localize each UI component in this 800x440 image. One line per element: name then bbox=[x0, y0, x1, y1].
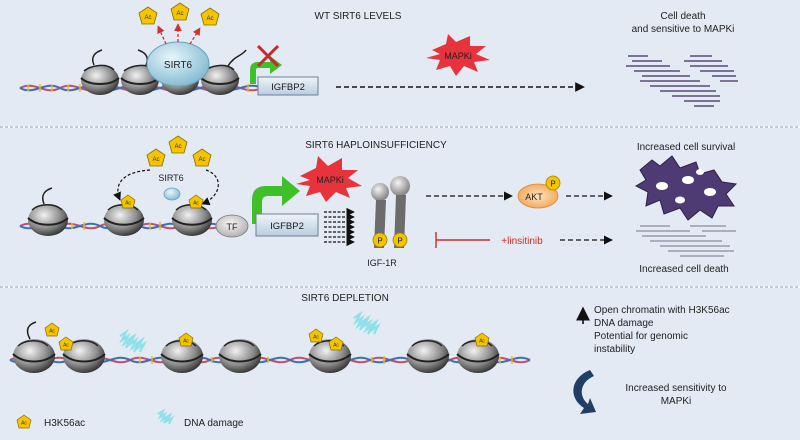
svg-text:Ac: Ac bbox=[313, 335, 319, 341]
igfbp2-gene-box: IGFBP2 bbox=[257, 76, 319, 96]
svg-text:Ac: Ac bbox=[49, 329, 55, 335]
svg-text:Ac: Ac bbox=[125, 201, 131, 207]
acetyl-pentagon-icon: Ac Ac Ac bbox=[146, 135, 212, 167]
legend-dna-damage-label: DNA damage bbox=[184, 418, 244, 429]
legend-acetyl-label: H3K56ac bbox=[44, 418, 85, 429]
acetylation-arrow bbox=[113, 169, 151, 201]
mapki-burst-icon: MAPKi bbox=[426, 34, 490, 76]
curved-arrow-icon bbox=[573, 370, 596, 414]
svg-text:MAPKi: MAPKi bbox=[316, 175, 344, 185]
legend-acetyl-icon: Ac bbox=[16, 414, 32, 429]
legend: Ac H3K56ac DNA damage bbox=[16, 408, 244, 429]
acetylation-arrow bbox=[201, 169, 219, 206]
svg-text:P: P bbox=[397, 237, 402, 246]
dna-damage-squiggle-icon bbox=[119, 310, 381, 353]
sensitivity-line2: MAPKi bbox=[661, 396, 692, 407]
svg-text:Ac: Ac bbox=[63, 343, 69, 349]
haplo-outcome-top: Increased cell survival bbox=[637, 142, 735, 153]
svg-text:P: P bbox=[550, 180, 555, 189]
svg-text:IGFBP2: IGFBP2 bbox=[271, 82, 305, 93]
sirt6-protein-small bbox=[163, 187, 181, 201]
linsitinib-label: +linsitinib bbox=[501, 236, 543, 247]
linsitinib-inhibition bbox=[435, 232, 490, 248]
igfbp2-secretion-arrows bbox=[324, 207, 355, 247]
deacetylation-arrows bbox=[157, 23, 201, 45]
sensitivity-line1: Increased sensitivity to bbox=[625, 383, 727, 394]
depletion-effect-4: instability bbox=[594, 344, 635, 355]
igf1r-receptor: P P bbox=[371, 176, 410, 248]
haplo-sirt6-label: SIRT6 bbox=[158, 173, 183, 183]
svg-text:IGFBP2: IGFBP2 bbox=[270, 221, 304, 232]
svg-text:Ac: Ac bbox=[174, 144, 181, 150]
svg-text:AKT: AKT bbox=[525, 192, 543, 202]
panel-depletion-background bbox=[0, 288, 800, 440]
sirt6-protein: SIRT6 bbox=[146, 41, 210, 87]
dying-cells-icon bbox=[636, 225, 736, 257]
panel-wt-background bbox=[0, 0, 800, 126]
legend-dna-damage-icon bbox=[157, 408, 175, 425]
depletion-effect-1: Open chromatin with H3K56ac bbox=[594, 305, 730, 316]
panel-wt-title: WT SIRT6 LEVELS bbox=[315, 11, 402, 22]
mapki-burst-icon: MAPKi bbox=[296, 156, 362, 202]
depletion-effect-3: Potential for genomic bbox=[594, 331, 688, 342]
svg-text:Ac: Ac bbox=[333, 343, 339, 349]
acetyl-pentagon-icon: Ac Ac Ac Ac Ac Ac bbox=[44, 322, 490, 351]
wt-outcome-line2: and sensitive to MAPKi bbox=[632, 24, 735, 35]
nucleosome-icon bbox=[80, 49, 247, 95]
svg-text:Ac: Ac bbox=[152, 157, 159, 163]
wt-outcome-line1: Cell death bbox=[660, 11, 705, 22]
svg-text:P: P bbox=[377, 237, 382, 246]
svg-text:Ac: Ac bbox=[198, 157, 205, 163]
acetyl-pentagon-icon: Ac Ac Ac bbox=[138, 2, 220, 26]
depletion-effect-2: DNA damage bbox=[594, 318, 654, 329]
svg-text:Ac: Ac bbox=[206, 16, 213, 22]
cell-cluster-icon bbox=[634, 155, 738, 221]
blocked-x-icon bbox=[256, 44, 280, 68]
svg-text:Ac: Ac bbox=[479, 339, 485, 345]
svg-text:Ac: Ac bbox=[176, 11, 183, 17]
svg-text:Ac: Ac bbox=[144, 15, 151, 21]
panel-haplo-title: SIRT6 HAPLOINSUFFICIENCY bbox=[305, 140, 447, 151]
dying-cells-icon bbox=[626, 55, 738, 107]
transcription-arrow-icon bbox=[252, 176, 300, 224]
svg-text:Ac: Ac bbox=[193, 201, 199, 207]
igfbp2-gene-box: IGFBP2 bbox=[255, 213, 319, 237]
transcription-factor: TF bbox=[215, 214, 249, 238]
svg-text:MAPKi: MAPKi bbox=[444, 51, 472, 61]
igf1r-label: IGF-1R bbox=[367, 258, 397, 268]
akt-protein: AKT P bbox=[517, 175, 561, 209]
panel-depletion-title: SIRT6 DEPLETION bbox=[301, 293, 389, 304]
svg-text:Ac: Ac bbox=[21, 421, 27, 427]
svg-text:TF: TF bbox=[227, 222, 238, 232]
acetyl-pentagon-icon: Ac Ac bbox=[120, 194, 204, 209]
svg-text:Ac: Ac bbox=[183, 339, 189, 345]
nucleosome-icon bbox=[27, 187, 213, 236]
svg-text:SIRT6: SIRT6 bbox=[164, 60, 193, 71]
haplo-outcome-bottom: Increased cell death bbox=[639, 264, 729, 275]
